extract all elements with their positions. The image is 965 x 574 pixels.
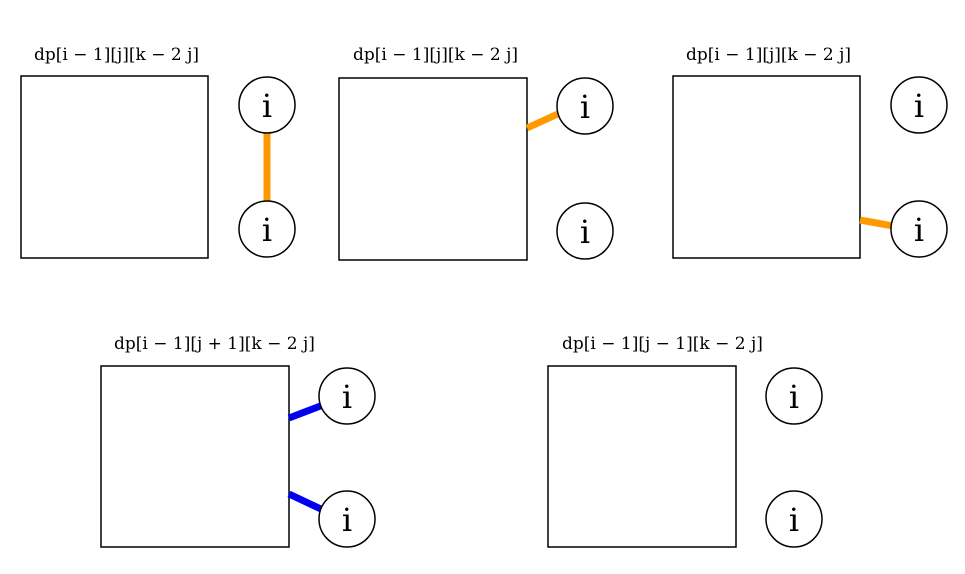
panel-5-box — [547, 365, 737, 548]
panel-3-bottom-node-label: i — [914, 211, 924, 249]
panel-4-top-node-label: i — [342, 378, 352, 416]
panel-3-top-node-label: i — [914, 87, 924, 125]
panel-5: dp[i − 1][j − 1][k − 2 j] i i — [547, 334, 823, 548]
panel-3-edge-1 — [859, 216, 894, 230]
panel-3-top-node — [890, 76, 948, 134]
panel-2-top-node — [556, 77, 614, 135]
panel-4-bottom-node — [318, 490, 376, 548]
panel-2-label: dp[i − 1][j][k − 2 j] — [353, 45, 518, 65]
panel-3: dp[i − 1][j][k − 2 j] i i — [672, 45, 948, 259]
panel-3-box — [672, 75, 861, 259]
panel-5-label: dp[i − 1][j − 1][k − 2 j] — [562, 334, 763, 354]
panel-3-label: dp[i − 1][j][k − 2 j] — [686, 45, 851, 65]
panel-4: dp[i − 1][j + 1][k − 2 j] i i — [100, 334, 376, 548]
panel-4-edge-1 — [287, 401, 325, 422]
panel-1-box — [20, 75, 209, 259]
panel-2-bottom-node — [556, 202, 614, 260]
panel-3-bottom-node — [890, 200, 948, 258]
panel-4-box — [100, 365, 290, 548]
panel-1-top-node-label: i — [262, 87, 272, 125]
panel-2-edge-1 — [525, 109, 562, 132]
panel-1-bottom-node — [238, 200, 296, 258]
panel-5-top-node-label: i — [789, 378, 799, 416]
panel-1-bottom-node-label: i — [262, 211, 272, 249]
panel-4-edge-2 — [287, 490, 325, 514]
panel-2-top-node-label: i — [580, 88, 590, 126]
panel-4-top-node — [318, 367, 376, 425]
panel-5-bottom-node-label: i — [789, 501, 799, 539]
panel-2: dp[i − 1][j][k − 2 j] i i — [338, 45, 614, 261]
panel-5-bottom-node — [765, 490, 823, 548]
panel-2-bottom-node-label: i — [580, 213, 590, 251]
panel-4-bottom-node-label: i — [342, 501, 352, 539]
panel-1: dp[i − 1][j][k − 2 j] i i — [20, 45, 296, 259]
panel-4-label: dp[i − 1][j + 1][k − 2 j] — [114, 334, 315, 354]
panel-2-box — [338, 77, 528, 261]
panel-1-top-node — [238, 76, 296, 134]
panel-1-label: dp[i − 1][j][k − 2 j] — [34, 45, 199, 65]
panel-5-top-node — [765, 367, 823, 425]
